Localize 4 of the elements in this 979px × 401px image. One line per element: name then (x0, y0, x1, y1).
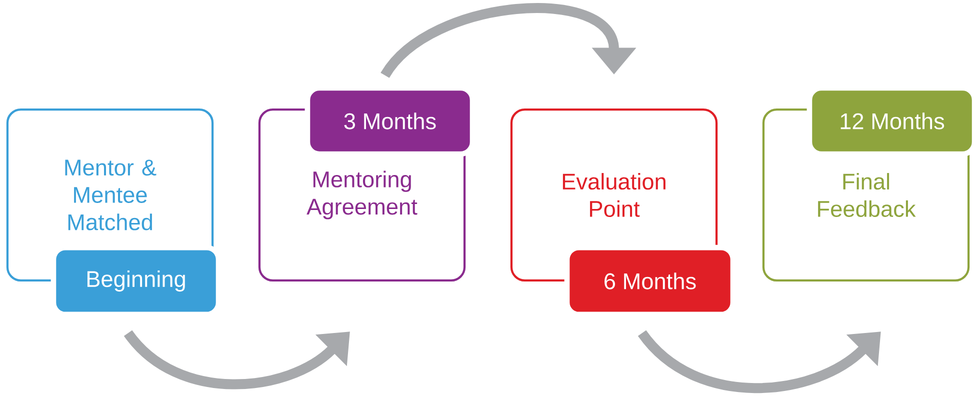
time-tab: 3 Months (304, 85, 476, 157)
curved-arrow (380, 3, 636, 78)
time-tab: 12 Months (806, 85, 978, 157)
curved-arrow (124, 330, 350, 390)
